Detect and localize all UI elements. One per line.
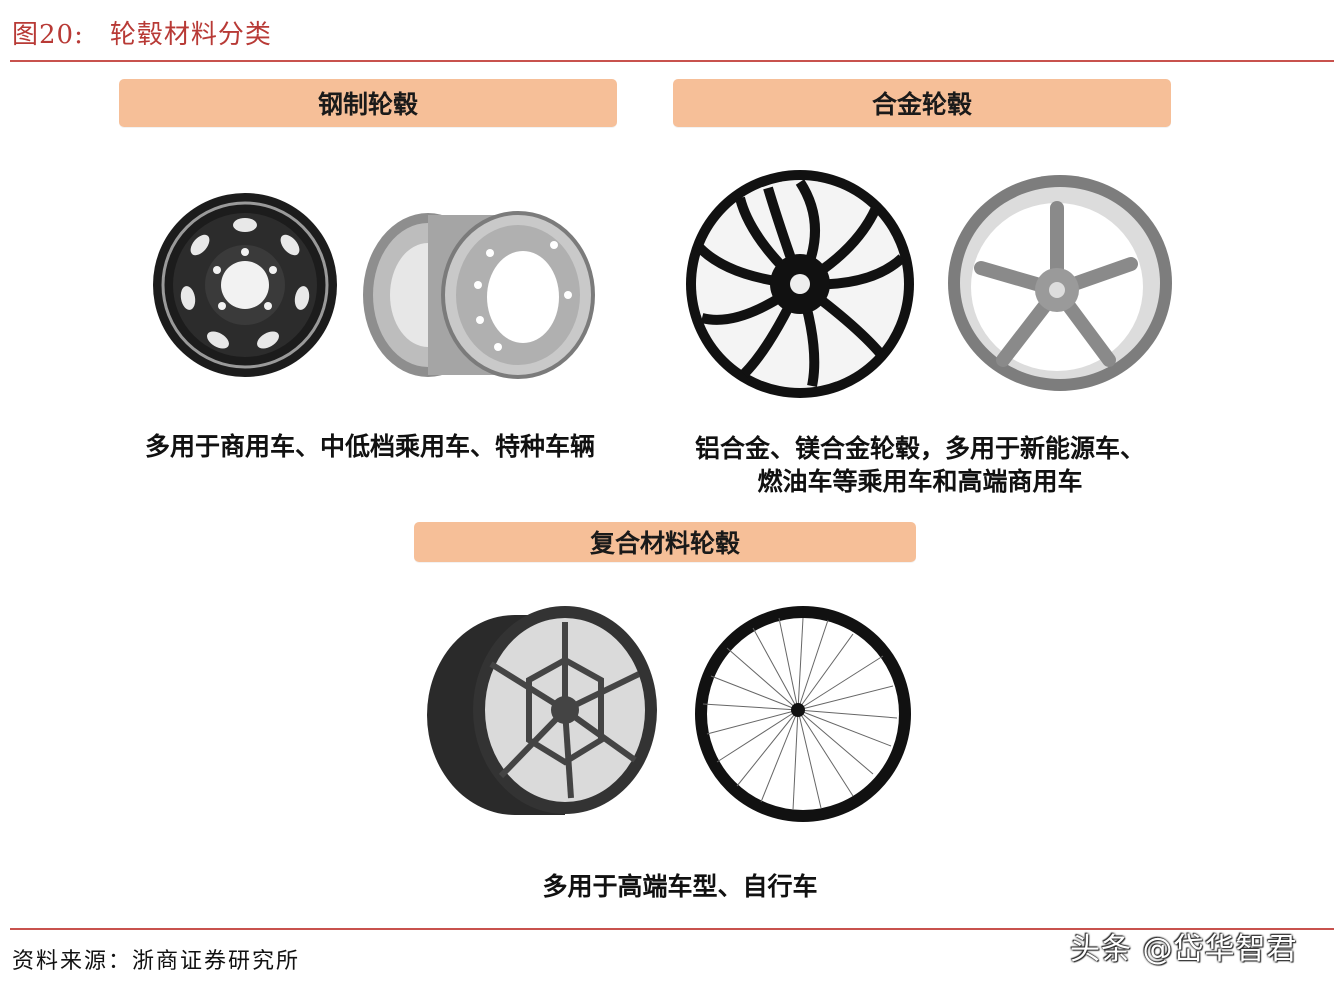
steel-wheel-black-image (153, 193, 337, 377)
watermark-text: 头条 @岱华智君 (1070, 932, 1298, 967)
composite-wheel-caption-line: 多用于高端车型、自行车 (542, 872, 818, 901)
top-divider (10, 60, 1334, 62)
steel-wheel-silver-image (363, 211, 595, 379)
alloy-wheel-caption-line-1: 铝合金、镁合金轮毂，多用于新能源车、 (694, 434, 1145, 463)
source-note: 资料来源：浙商证券研究所 (12, 949, 301, 974)
steel-wheel-caption-line: 多用于商用车、中低档乘用车、特种车辆 (144, 432, 595, 461)
composite-wheel-caption: 多用于高端车型、自行车 (430, 870, 930, 903)
composite-wheel-bicycle-image (695, 606, 911, 822)
alloy-wheel-caption-line-2: 燃油车等乘用车和高端商用车 (757, 467, 1083, 496)
alloy-wheel-swirl-image (686, 170, 914, 398)
steel-wheel-caption: 多用于商用车、中低档乘用车、特种车辆 (80, 430, 660, 463)
bottom-divider (10, 928, 1334, 930)
steel-wheel-banner: 钢制轮毂 (119, 79, 617, 127)
figure-title: 图20: 轮毂材料分类 (12, 14, 272, 51)
composite-wheel-car-image (427, 606, 657, 815)
alloy-wheel-caption: 铝合金、镁合金轮毂，多用于新能源车、 燃油车等乘用车和高端商用车 (640, 432, 1200, 498)
alloy-wheel-spoke-image (948, 175, 1172, 391)
composite-wheel-banner: 复合材料轮毂 (414, 522, 916, 562)
figure-number: 图20: (12, 20, 84, 50)
alloy-wheel-banner: 合金轮毂 (673, 79, 1171, 127)
figure-caption-title: 轮毂材料分类 (109, 20, 272, 50)
